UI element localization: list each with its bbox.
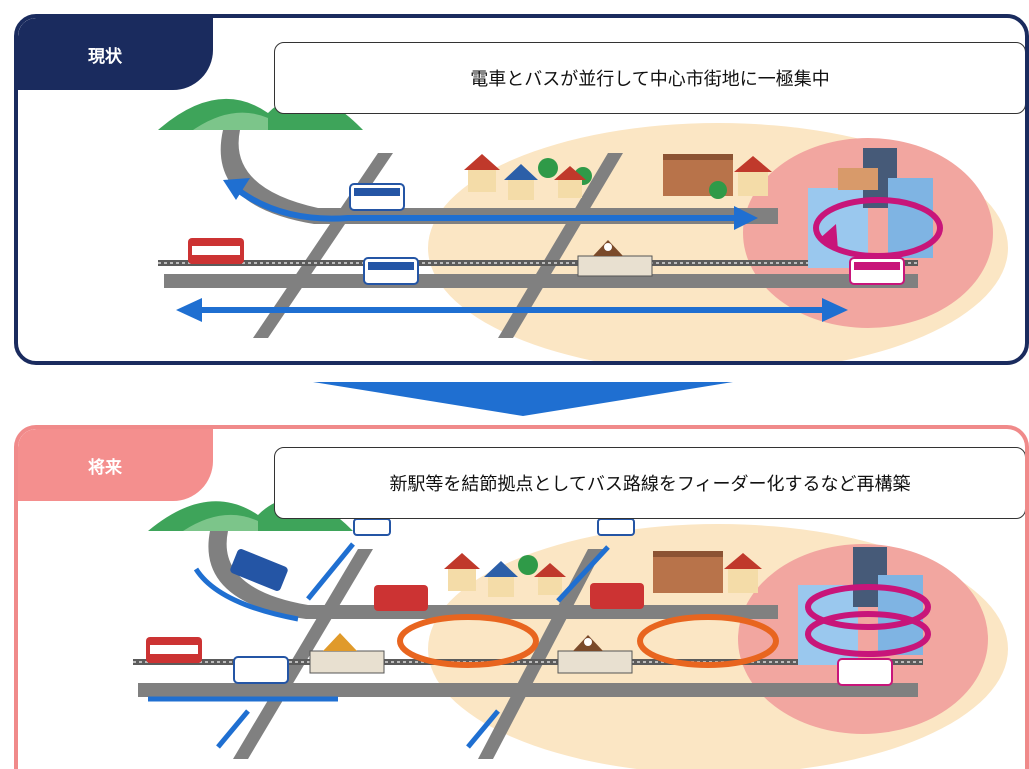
station-building [557,635,633,674]
railway [133,659,923,665]
buildings-mid [663,154,772,199]
train [146,637,202,663]
current-scene [158,96,1008,361]
caption-text: 電車とバスが並行して中心市街地に一極集中 [470,69,830,90]
future-scene [133,498,1008,769]
feeder-arrows-orange [397,614,779,668]
bus-route-arrow-upper [223,178,758,230]
tab-label: 現状 [88,46,122,67]
center-loop-arrow [813,197,943,259]
feeder-arrows-blue [148,542,610,749]
city-buildings [808,148,933,268]
houses-left [464,154,592,200]
tab-label: 将来 [88,457,122,478]
station-building [577,240,653,277]
transition-arrow [313,382,733,416]
bus-upper [349,183,405,211]
buildings-mid [653,551,762,593]
train [188,238,244,264]
future-panel: 将来 新駅等を結節拠点としてバス路線をフィーダー化するなど再構築 [14,425,1029,769]
caption-text: 新駅等を結節拠点としてバス路線をフィーダー化するなど再構築 [389,474,911,495]
rail-route-arrow-lower [176,298,848,322]
roads [138,531,918,759]
caption-box-future: 新駅等を結節拠点としてバス路線をフィーダー化するなど再構築 [274,447,1025,519]
bus-center [849,257,905,285]
current-panel: 現状 電車とバスが並行して中心市街地に一極集中 [14,14,1029,365]
houses-left [444,553,566,597]
status-tab-current: 現状 [18,18,213,90]
center-loop-arrow [805,584,931,657]
buses [230,518,893,686]
new-station-left [309,633,385,674]
railway [158,260,918,266]
bus-lower [363,257,419,285]
status-tab-future: 将来 [18,429,213,501]
caption-box-current: 電車とバスが並行して中心市街地に一極集中 [274,42,1025,114]
